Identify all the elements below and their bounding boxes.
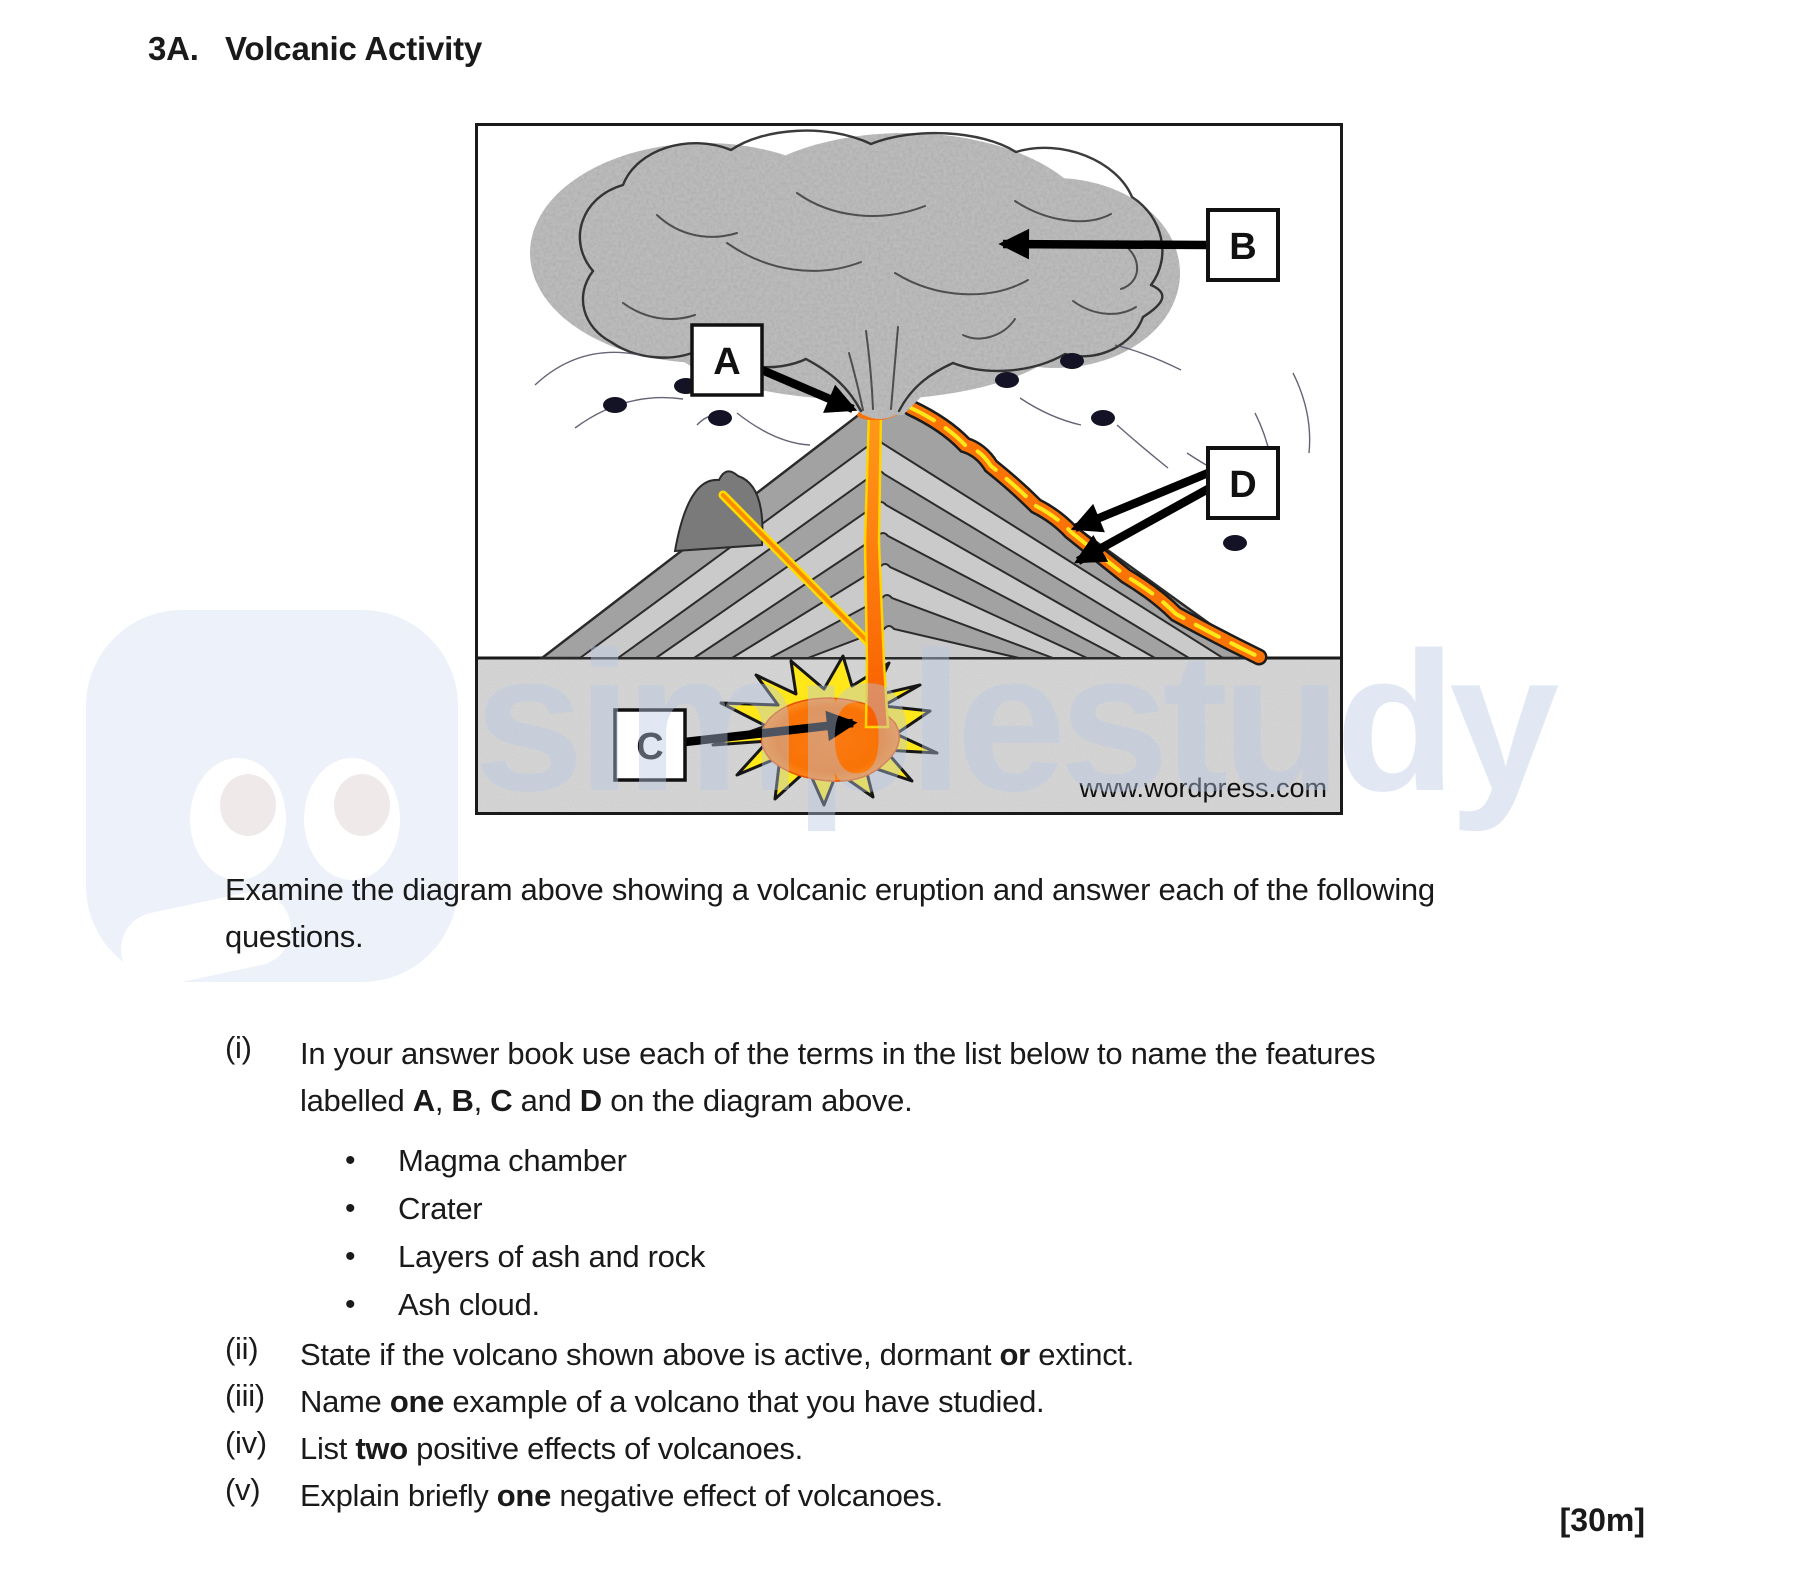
- question-text: In your answer book use each of the term…: [300, 1030, 1376, 1331]
- text-line: List two positive effects of volcanoes.: [300, 1431, 803, 1466]
- label-box-a: [690, 323, 764, 397]
- question-block: Examine the diagram above showing a volc…: [225, 866, 1645, 1519]
- text-line: Examine the diagram above showing a volc…: [225, 872, 1435, 907]
- section-number: 3A.: [148, 30, 199, 67]
- page-title: Volcanic Activity: [225, 30, 483, 67]
- question-text: State if the volcano shown above is acti…: [300, 1331, 1134, 1378]
- question-number: (iv): [225, 1425, 267, 1460]
- question-text: Name one example of a volcano that you h…: [300, 1378, 1045, 1425]
- term-label: Magma chamber: [398, 1143, 627, 1178]
- label-arrow-d1: [1070, 469, 1210, 533]
- question-list: (i) In your answer book use each of the t…: [225, 1030, 1645, 1519]
- label-boxes: A B C D: [613, 208, 1280, 782]
- text-line: questions.: [225, 919, 364, 954]
- question-item-ii: (ii) State if the volcano shown above is …: [225, 1331, 1645, 1378]
- question-number: (iii): [225, 1378, 265, 1413]
- lava-flow: [902, 399, 1268, 666]
- question-item-v: (v) Explain briefly one negative effect o…: [225, 1472, 1645, 1519]
- label-arrow-b: [998, 228, 1209, 260]
- watermark-eye-icon: [304, 758, 400, 880]
- volcano-diagram: A B C D www.wordpress.com: [475, 123, 1343, 815]
- question-number: (v): [225, 1472, 261, 1507]
- bullet-icon: •: [345, 1240, 356, 1273]
- label-box-c: [613, 708, 687, 782]
- term-label: Crater: [398, 1191, 483, 1226]
- label-arrow-d2: [1073, 485, 1211, 565]
- text-line: In your answer book use each of the term…: [300, 1036, 1376, 1071]
- question-text: Explain briefly one negative effect of v…: [300, 1472, 943, 1519]
- question-number: (ii): [225, 1331, 259, 1366]
- term-list-item: • Layers of ash and rock: [345, 1233, 1375, 1281]
- marks-badge: [30m]: [1559, 1502, 1645, 1538]
- text-line: Name one example of a volcano that you h…: [300, 1384, 1045, 1419]
- term-label: Layers of ash and rock: [398, 1239, 706, 1274]
- term-list-item: • Crater: [345, 1185, 1375, 1233]
- watermark-eye-icon: [190, 758, 286, 880]
- ash-rock-layer: [807, 625, 1020, 659]
- term-list-item: • Ash cloud.: [345, 1281, 1375, 1329]
- text-line: Explain briefly one negative effect of v…: [300, 1478, 943, 1513]
- label-a: A: [713, 341, 740, 383]
- label-arrows: [684, 228, 1211, 747]
- term-list: • Magma chamber • Crater • Layers of ash and …: [345, 1137, 1375, 1329]
- term-label: Ash cloud.: [398, 1287, 540, 1322]
- label-d: D: [1229, 464, 1256, 506]
- label-b: B: [1229, 226, 1256, 268]
- bullet-icon: •: [345, 1192, 356, 1225]
- text-line: labelled A, B, C and D on the diagram ab…: [300, 1083, 913, 1118]
- text-line: State if the volcano shown above is acti…: [300, 1337, 1135, 1372]
- magma-dike: [718, 490, 876, 650]
- question-item-i: (i) In your answer book use each of the t…: [225, 1030, 1645, 1331]
- question-text: List two positive effects of volcanoes.: [300, 1425, 803, 1472]
- question-number: (i): [225, 1030, 252, 1065]
- bullet-icon: •: [345, 1288, 356, 1321]
- question-intro: Examine the diagram above showing a volc…: [225, 866, 1645, 960]
- volcano-diagram-svg: A B C D www.wordpress.com: [475, 123, 1343, 815]
- diagram-border: [475, 123, 1343, 815]
- bullet-icon: •: [345, 1144, 356, 1177]
- credit-url: www.wordpress.com: [1078, 773, 1327, 803]
- label-arrow-a: [760, 366, 858, 413]
- label-box-d: [1206, 446, 1280, 520]
- parasitic-cone: [673, 470, 764, 553]
- question-item-iii: (iii) Name one example of a volcano that …: [225, 1378, 1645, 1425]
- label-arrow-c: [684, 710, 858, 747]
- label-box-b: [1206, 208, 1280, 282]
- label-c: C: [636, 726, 663, 768]
- term-list-item: • Magma chamber: [345, 1137, 1375, 1185]
- section-header: 3A. Volcanic Activity: [148, 30, 482, 68]
- question-item-iv: (iv) List two positive effects of volcano…: [225, 1425, 1645, 1472]
